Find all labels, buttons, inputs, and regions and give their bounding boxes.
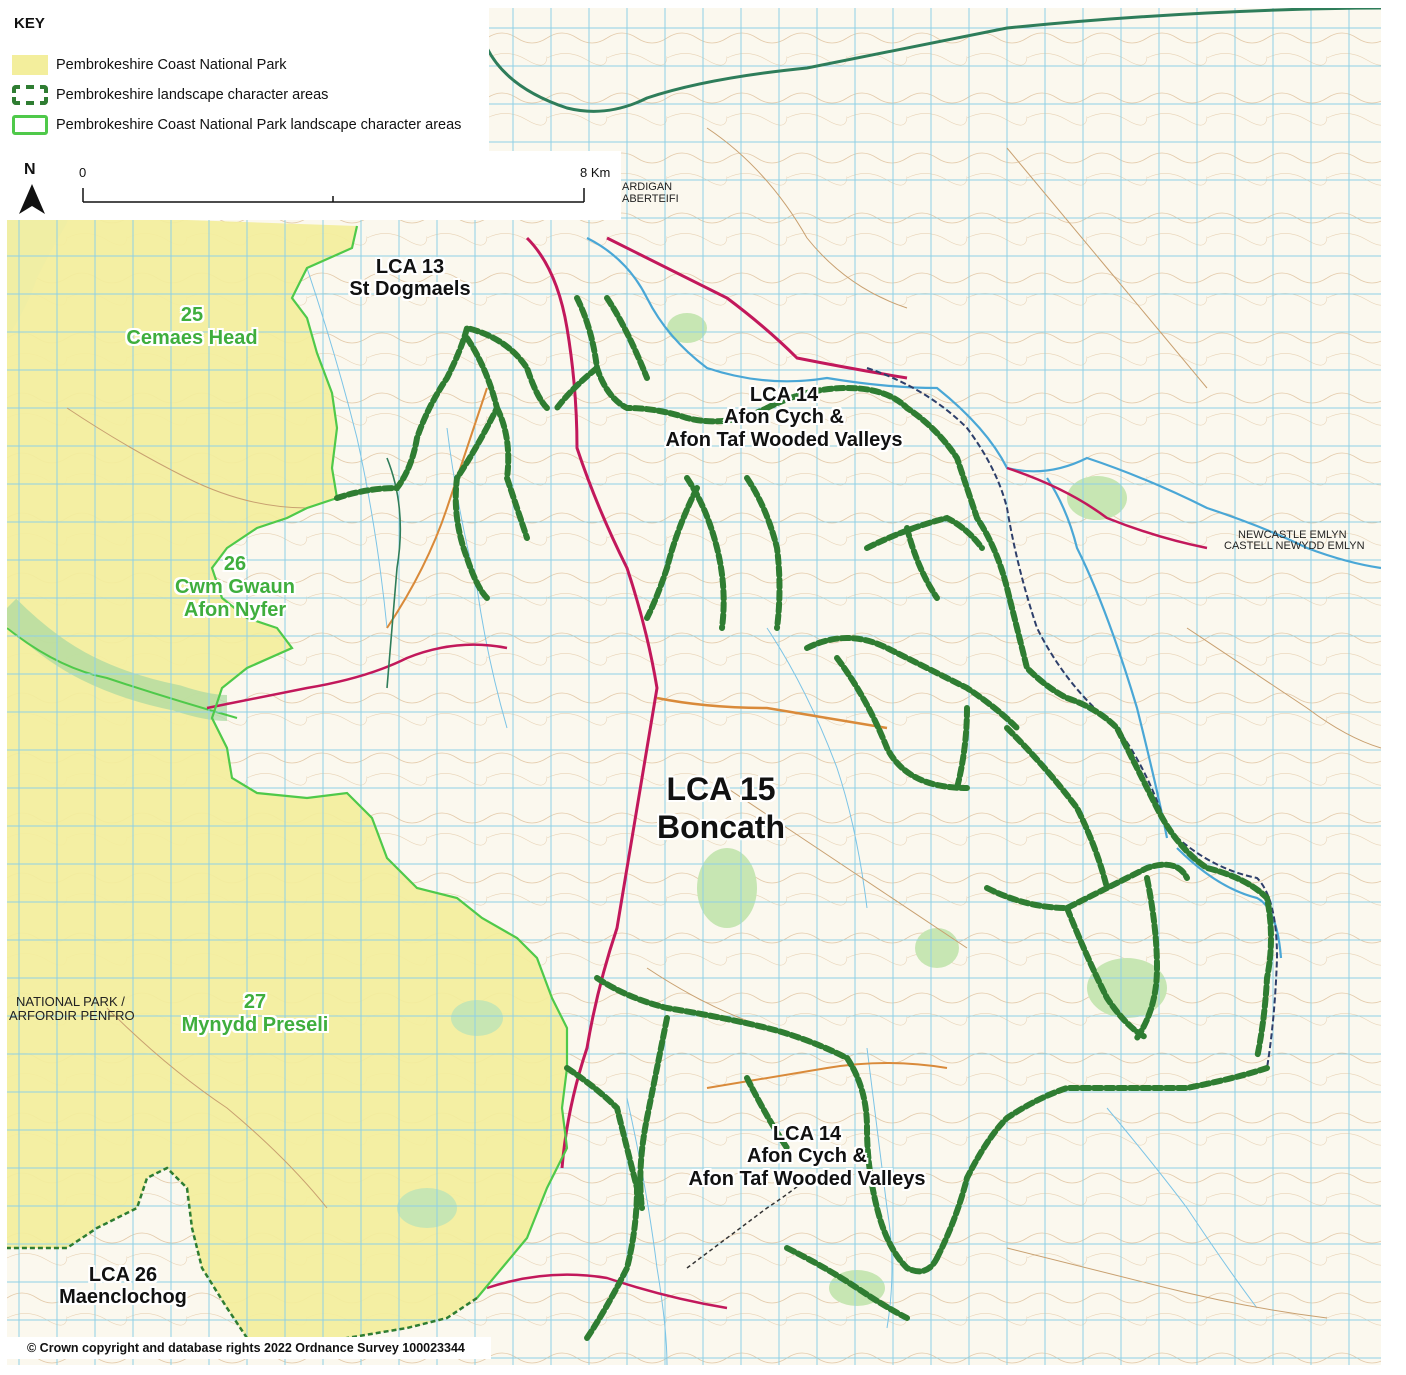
lca15-name: Boncath bbox=[657, 809, 785, 846]
pc26-label: 26 Cwm Gwaun Afon Nyfer bbox=[160, 553, 310, 622]
streams bbox=[306, 267, 1258, 1365]
scale-panel bbox=[7, 151, 621, 220]
key-label-landscape-areas: Pembrokeshire landscape character areas bbox=[56, 87, 329, 103]
lca14-south-label: LCA 14 Afon Cych & Afon Taf Wooded Valle… bbox=[672, 1123, 942, 1190]
landscape-areas-swatch bbox=[12, 85, 48, 105]
north-arrow-icon bbox=[19, 184, 45, 214]
park-landscape-areas-swatch bbox=[12, 115, 48, 135]
north-label: N bbox=[24, 161, 36, 178]
lca14-south-name-line1: Afon Cych & bbox=[747, 1145, 867, 1168]
pc25-number: 25 bbox=[180, 304, 204, 326]
map-canvas bbox=[7, 8, 1381, 1365]
lca26-boundary bbox=[7, 1166, 478, 1350]
lca14-north-label: LCA 14 Afon Cych & Afon Taf Wooded Valle… bbox=[649, 384, 919, 451]
lca26-code: LCA 26 bbox=[88, 1264, 158, 1286]
lca14-north-name-line1: Afon Cych & bbox=[724, 406, 844, 429]
lca14-south-boundary bbox=[564, 975, 1270, 1341]
key-row-landscape-areas: Pembrokeshire landscape character areas bbox=[12, 82, 328, 108]
key-title: KEY bbox=[14, 15, 45, 32]
woodland-patches bbox=[397, 313, 1167, 1306]
lca14-south-code: LCA 14 bbox=[772, 1123, 842, 1145]
pc27-name: Mynydd Preseli bbox=[181, 1014, 329, 1036]
rivers bbox=[586, 237, 1381, 959]
national-park-swatch bbox=[12, 55, 48, 75]
map-frame bbox=[7, 8, 1381, 1365]
pc25-name: Cemaes Head bbox=[126, 327, 258, 349]
pc27-number: 27 bbox=[243, 991, 267, 1013]
key-row-park-landscape-areas: Pembrokeshire Coast National Park landsc… bbox=[12, 112, 461, 138]
scale-start: 0 bbox=[79, 165, 87, 180]
lca26-name: Maenclochog bbox=[59, 1286, 187, 1309]
pc26-number: 26 bbox=[223, 553, 247, 575]
lca13-label: LCA 13 St Dogmaels bbox=[349, 256, 470, 301]
label-castell-newydd-emlyn: CASTELL NEWYDD EMLYN bbox=[1224, 540, 1365, 552]
pc25-label: 25 Cemaes Head bbox=[112, 304, 272, 350]
scale-end: 8 Km bbox=[580, 165, 611, 180]
pc27-label: 27 Mynydd Preseli bbox=[165, 991, 345, 1037]
copyright-notice: © Crown copyright and database rights 20… bbox=[7, 1337, 491, 1359]
lca15-code: LCA 15 bbox=[666, 771, 776, 807]
lca13-name: St Dogmaels bbox=[349, 278, 471, 301]
key-label-park-landscape-areas: Pembrokeshire Coast National Park landsc… bbox=[56, 117, 462, 133]
lca14-north-boundary bbox=[334, 295, 1274, 1061]
lca15-label: LCA 15 Boncath bbox=[646, 770, 796, 847]
label-cardigan: ARDIGAN bbox=[622, 181, 673, 193]
map-key bbox=[7, 8, 489, 151]
lca14-south-name-line2: Afon Taf Wooded Valleys bbox=[688, 1167, 926, 1190]
label-newcastle-emlyn: NEWCASTLE EMLYN bbox=[1238, 529, 1347, 541]
label-arfordir-penfro: ARFORDIR PENFRO bbox=[9, 1008, 135, 1023]
scale-bar bbox=[82, 188, 585, 203]
valley-boundary bbox=[7, 627, 238, 719]
pc26-name-line2: Afon Nyfer bbox=[183, 599, 287, 621]
label-national-park: NATIONAL PARK / bbox=[16, 994, 125, 1009]
lca14-north-name-line2: Afon Taf Wooded Valleys bbox=[665, 428, 903, 451]
roads bbox=[206, 8, 1381, 1310]
lca13-code: LCA 13 bbox=[375, 256, 445, 278]
key-label-national-park: Pembrokeshire Coast National Park bbox=[56, 57, 287, 73]
national-park-boundary bbox=[210, 225, 569, 1299]
railway bbox=[686, 1177, 808, 1269]
pc26-name-line1: Cwm Gwaun bbox=[174, 576, 295, 598]
key-row-national-park: Pembrokeshire Coast National Park bbox=[12, 52, 287, 78]
national-park-area bbox=[7, 218, 567, 1348]
lca26-label: LCA 26 Maenclochog bbox=[48, 1264, 198, 1309]
label-aberteifi: ABERTEIFI bbox=[622, 193, 679, 205]
lca14-north-code: LCA 14 bbox=[749, 384, 819, 406]
minor-roads bbox=[66, 127, 1381, 1319]
